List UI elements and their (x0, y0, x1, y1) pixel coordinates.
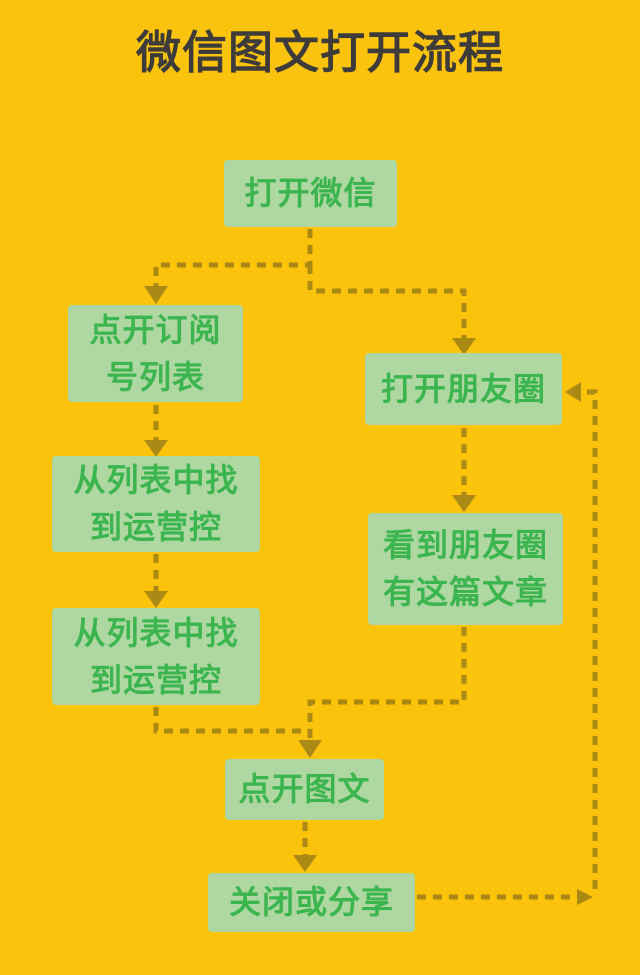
connector-wechat-to-subscription (153, 229, 313, 286)
arrowhead-down-icon (452, 338, 476, 355)
flow-node-label: 打开微信 (244, 174, 377, 212)
arrowhead-down-icon (452, 495, 476, 512)
flow-node-find-account-in-list-1: 从列表中找 到运营控 (52, 456, 260, 552)
flow-node-open-wechat: 打开微信 (224, 160, 397, 227)
flow-node-label: 有这篇文章 (382, 573, 548, 611)
flow-node-label: 看到朋友圈 (382, 526, 548, 564)
arrowhead-down-icon (144, 286, 168, 304)
flow-node-label: 从列表中找 (73, 613, 239, 652)
arrowhead-down-icon (144, 440, 168, 457)
flow-node-label: 到运营控 (89, 508, 222, 546)
connector-close-loop-vertical (581, 389, 598, 889)
connector-wechat-to-moments (307, 265, 467, 338)
flow-node-see-article-in-moments: 看到朋友圈 有这篇文章 (368, 513, 563, 625)
flow-node-label: 关闭或分享 (228, 883, 394, 921)
connector-see-article-to-open-article (307, 627, 467, 740)
arrowhead-down-icon (293, 855, 317, 872)
flow-node-open-article: 点开图文 (225, 759, 384, 820)
flow-node-find-account-in-list-2: 从列表中找 到运营控 (52, 608, 260, 705)
flow-node-label: 点开图文 (238, 770, 371, 808)
arrowhead-right-icon (577, 889, 593, 905)
connector-find2-to-junction (153, 707, 310, 734)
arrowhead-left-icon (565, 382, 581, 402)
flow-node-label: 打开朋友圈 (380, 369, 546, 408)
flow-node-label: 号列表 (105, 357, 205, 396)
flow-node-open-subscription-list: 点开订阅 号列表 (68, 305, 243, 402)
flow-node-label: 点开订阅 (89, 310, 222, 349)
arrowhead-down-icon (298, 740, 322, 758)
flow-node-label: 从列表中找 (73, 461, 239, 499)
page-title: 微信图文打开流程 (135, 26, 504, 79)
arrowhead-down-icon (144, 591, 168, 608)
flow-node-label: 到运营控 (89, 660, 222, 699)
flow-node-open-moments: 打开朋友圈 (365, 353, 562, 425)
flow-node-close-or-share: 关闭或分享 (208, 873, 415, 932)
